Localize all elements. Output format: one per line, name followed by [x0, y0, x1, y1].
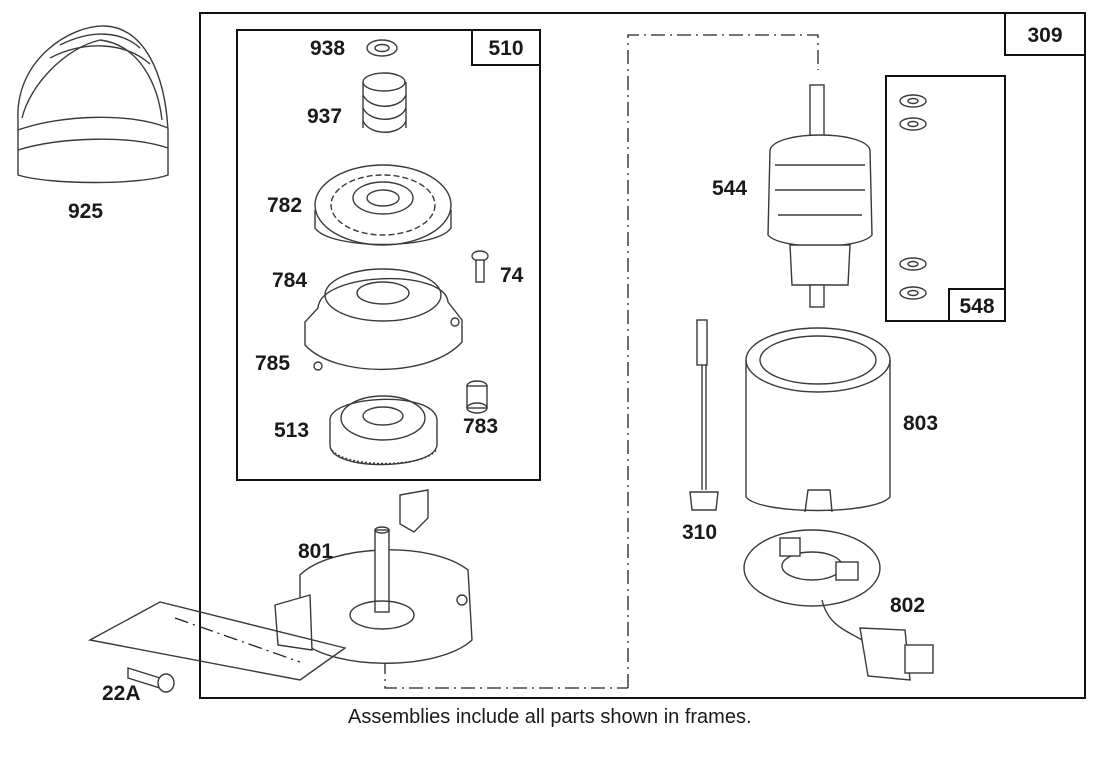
- assembly-line-22a: [174, 617, 301, 663]
- label-783: 783: [463, 415, 498, 438]
- end-cap-801: [274, 489, 473, 664]
- ring-938: [366, 39, 398, 57]
- clutch-513: [329, 395, 438, 466]
- frame-510-label: 510: [488, 37, 523, 60]
- label-937: 937: [307, 105, 342, 128]
- frame-510-label-box: [471, 29, 541, 66]
- assembly-line-bottom: [384, 660, 628, 689]
- frame-309: [199, 12, 1086, 699]
- cover-925: [17, 25, 169, 184]
- label-74: 74: [500, 264, 524, 287]
- through-bolt-310: [689, 319, 719, 511]
- label-782: 782: [267, 194, 302, 217]
- frame-548-label: 548: [959, 295, 994, 318]
- brush-plate-802: [743, 529, 934, 681]
- assembly-line-right: [627, 34, 819, 688]
- label-785: 785: [255, 352, 290, 375]
- housing-784: [304, 268, 463, 371]
- frame-510: [236, 29, 541, 481]
- label-784: 784: [272, 269, 307, 292]
- housing-803: [745, 327, 891, 513]
- label-938: 938: [310, 37, 345, 60]
- washers-548: [899, 94, 927, 300]
- frame-309-label-box: [1004, 12, 1086, 56]
- frame-548: [885, 75, 1006, 322]
- assembly-footnote: Assemblies include all parts shown in fr…: [348, 706, 752, 728]
- label-544: 544: [712, 177, 747, 200]
- label-802: 802: [890, 594, 925, 617]
- screw-74: [471, 250, 489, 283]
- spring-937: [362, 72, 407, 133]
- frame-548-label-box: [948, 288, 1006, 322]
- bolt-22a: [87, 601, 347, 693]
- label-801: 801: [298, 540, 333, 563]
- label-803: 803: [903, 412, 938, 435]
- armature-544: [767, 84, 873, 308]
- frame-309-label: 309: [1027, 24, 1062, 47]
- label-925: 925: [68, 200, 103, 223]
- label-22a: 22A: [102, 682, 141, 705]
- pinion-783: [466, 380, 488, 414]
- label-513: 513: [274, 419, 309, 442]
- gear-782: [314, 164, 452, 246]
- label-310: 310: [682, 521, 717, 544]
